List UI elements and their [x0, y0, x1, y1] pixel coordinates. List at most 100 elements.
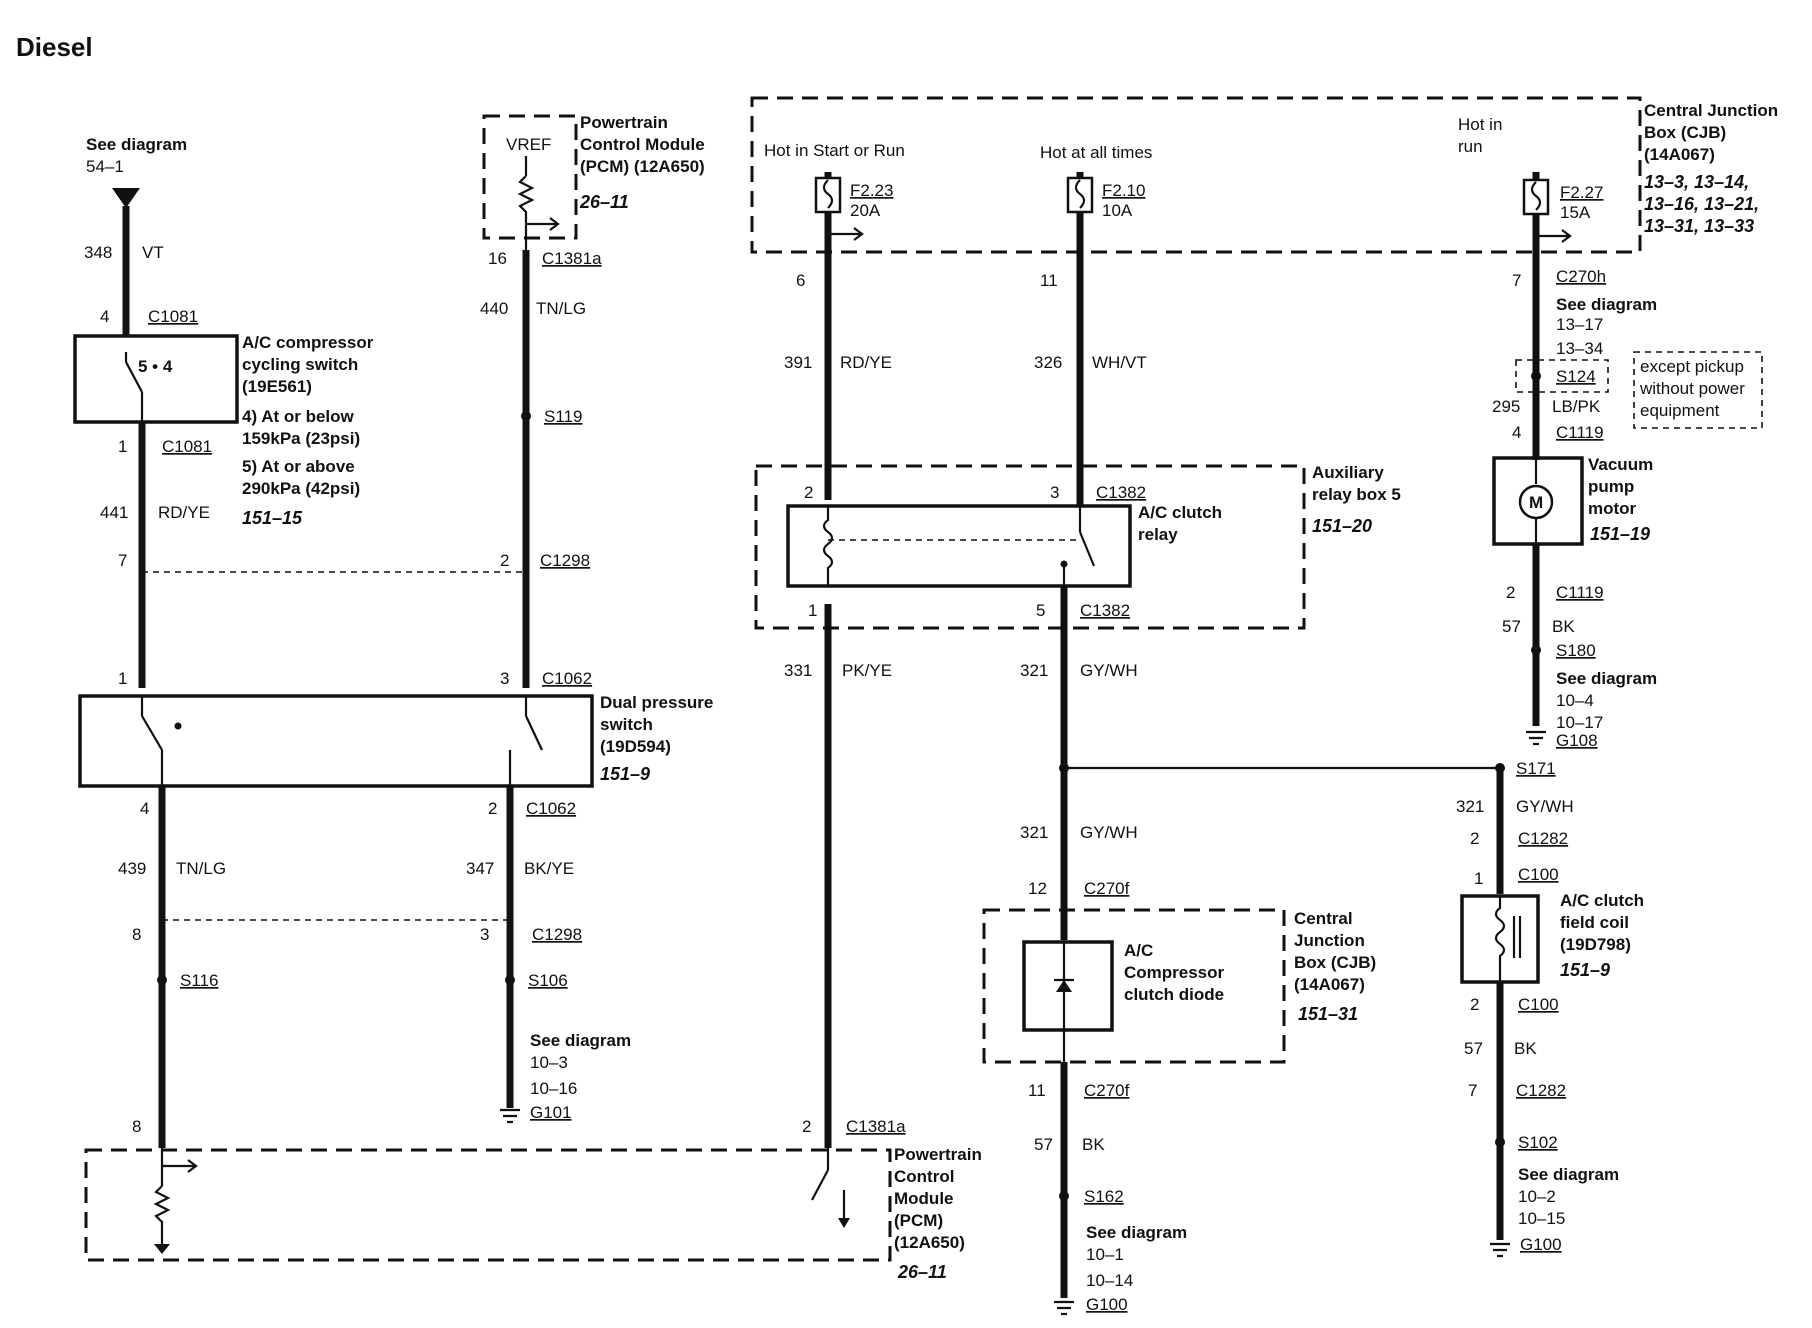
module-name: Control Module: [580, 135, 705, 154]
component-name: Dual pressure: [600, 693, 713, 712]
pin-number: 11: [1028, 1081, 1046, 1100]
component-name: relay: [1138, 525, 1178, 544]
see-diagram-label: See diagram: [1086, 1223, 1187, 1242]
module-name: Powertrain: [894, 1145, 982, 1164]
pin-number: 8: [132, 925, 141, 944]
connector-c1062: C1062: [542, 669, 592, 688]
wire-color: WH/VT: [1092, 353, 1147, 372]
connector-c1382: C1382: [1080, 601, 1130, 620]
see-diagram-ref: 10–3: [530, 1053, 568, 1072]
pin-number: 7: [118, 551, 127, 570]
central-junction-box-top: Hot in Start or Run Hot at all times Hot…: [750, 96, 1778, 254]
wire-color: GY/WH: [1516, 797, 1574, 816]
pin-number: 16: [488, 249, 507, 268]
column-relay-feed: 6 391 RD/YE 2 1 331 PK/YE 2 C1381a Power…: [784, 252, 982, 1282]
pin-number: 3: [500, 669, 509, 688]
fuse-id: F2.23: [850, 181, 893, 200]
see-diagram-ref: 10–4: [1556, 691, 1594, 710]
diagram-title: Diesel: [16, 32, 93, 62]
fuse-icon: [814, 176, 842, 214]
module-name: (14A067): [1294, 975, 1365, 994]
pin-number: 2: [802, 1117, 811, 1136]
pin-number: 12: [1028, 879, 1047, 898]
component-name: A/C clutch: [1560, 891, 1644, 910]
wire-number: 321: [1020, 823, 1048, 842]
wire-number: 57: [1502, 617, 1521, 636]
wire-color: BK/YE: [524, 859, 574, 878]
vref-label: VREF: [506, 135, 551, 154]
switch-note: 4) At or below: [242, 407, 355, 426]
see-diagram-ref: 54–1: [86, 157, 124, 176]
power-label: Hot in: [1458, 115, 1502, 134]
module-name: Central Junction: [1644, 101, 1778, 120]
diode-box: [1022, 940, 1114, 1032]
wire-color: VT: [142, 243, 164, 262]
pin-number: 1: [1474, 869, 1483, 888]
dual-pressure-switch-box: [78, 694, 594, 788]
wire-number: 57: [1464, 1039, 1483, 1058]
page-ref: 13–16, 13–21,: [1644, 194, 1759, 214]
splice-s162: S162: [1084, 1187, 1124, 1206]
connector-c1282: C1282: [1518, 829, 1568, 848]
component-name: pump: [1588, 477, 1634, 496]
page-ref: 151–20: [1312, 516, 1372, 536]
module-name: Auxiliary: [1312, 463, 1384, 482]
component-part: (19E561): [242, 377, 312, 396]
connector-c1119: C1119: [1556, 423, 1604, 442]
see-diagram-ref: 10–15: [1518, 1209, 1565, 1228]
fuse-amp: 20A: [850, 201, 881, 220]
signal-arrow-icon: [526, 217, 560, 231]
note-text: except pickup: [1640, 357, 1744, 376]
pin-number: 6: [796, 271, 805, 290]
pin-number: 2: [488, 799, 497, 818]
module-name: Junction: [1294, 931, 1365, 950]
wire-color: PK/YE: [842, 661, 892, 680]
ground-g100: G100: [1520, 1235, 1562, 1254]
note-text: without power: [1639, 379, 1745, 398]
fuse-id: F2.10: [1102, 181, 1145, 200]
wire-number: 321: [1020, 661, 1048, 680]
cjb-diode-box: [982, 908, 1286, 1064]
splice-dot: [1059, 1191, 1069, 1201]
pin-number: 4: [1512, 423, 1521, 442]
splice-s119: S119: [544, 407, 582, 426]
fuse-amp: 15A: [1560, 203, 1591, 222]
switch-note: 5) At or above: [242, 457, 355, 476]
wire-number: 441: [100, 503, 128, 522]
resistor-icon: [153, 1185, 171, 1244]
pin-number: 11: [1040, 271, 1058, 290]
pin-number: 1: [118, 437, 127, 456]
wire-color: RD/YE: [158, 503, 210, 522]
connector-c100: C100: [1518, 995, 1559, 1014]
module-name: (PCM): [894, 1211, 943, 1230]
splice-dot: [1531, 645, 1541, 655]
page-ref: 151–9: [600, 764, 650, 784]
module-name: Module: [894, 1189, 954, 1208]
connector-c1381a: C1381a: [846, 1117, 906, 1136]
connector-c1298: C1298: [540, 551, 590, 570]
fuse-f2-10: F2.10 10A: [1066, 172, 1145, 252]
wire-color: TN/LG: [536, 299, 586, 318]
switch-pins: 5 • 4: [138, 357, 173, 376]
module-name: (PCM) (12A650): [580, 157, 705, 176]
module-name: Control: [894, 1167, 954, 1186]
component-name: A/C compressor: [242, 333, 374, 352]
component-part: (19D798): [1560, 935, 1631, 954]
component-name: field coil: [1560, 913, 1629, 932]
connector-c1081: C1081: [148, 307, 198, 326]
module-name: (14A067): [1644, 145, 1715, 164]
module-name: Central: [1294, 909, 1353, 928]
wire-number: 321: [1456, 797, 1484, 816]
splice-dot: [505, 975, 515, 985]
connector-c1298: C1298: [532, 925, 582, 944]
module-name: Box (CJB): [1294, 953, 1376, 972]
component-name: A/C clutch: [1138, 503, 1222, 522]
arrow-icon: [1536, 229, 1572, 243]
page-ref: 151–19: [1590, 524, 1650, 544]
pin-number: 2: [1506, 583, 1515, 602]
s124-box: [1515, 359, 1609, 393]
wire-number: 440: [480, 299, 508, 318]
see-diagram-ref: 10–17: [1556, 713, 1603, 732]
splice-s124: S124: [1556, 367, 1596, 386]
connector-c1381a: C1381a: [542, 249, 602, 268]
